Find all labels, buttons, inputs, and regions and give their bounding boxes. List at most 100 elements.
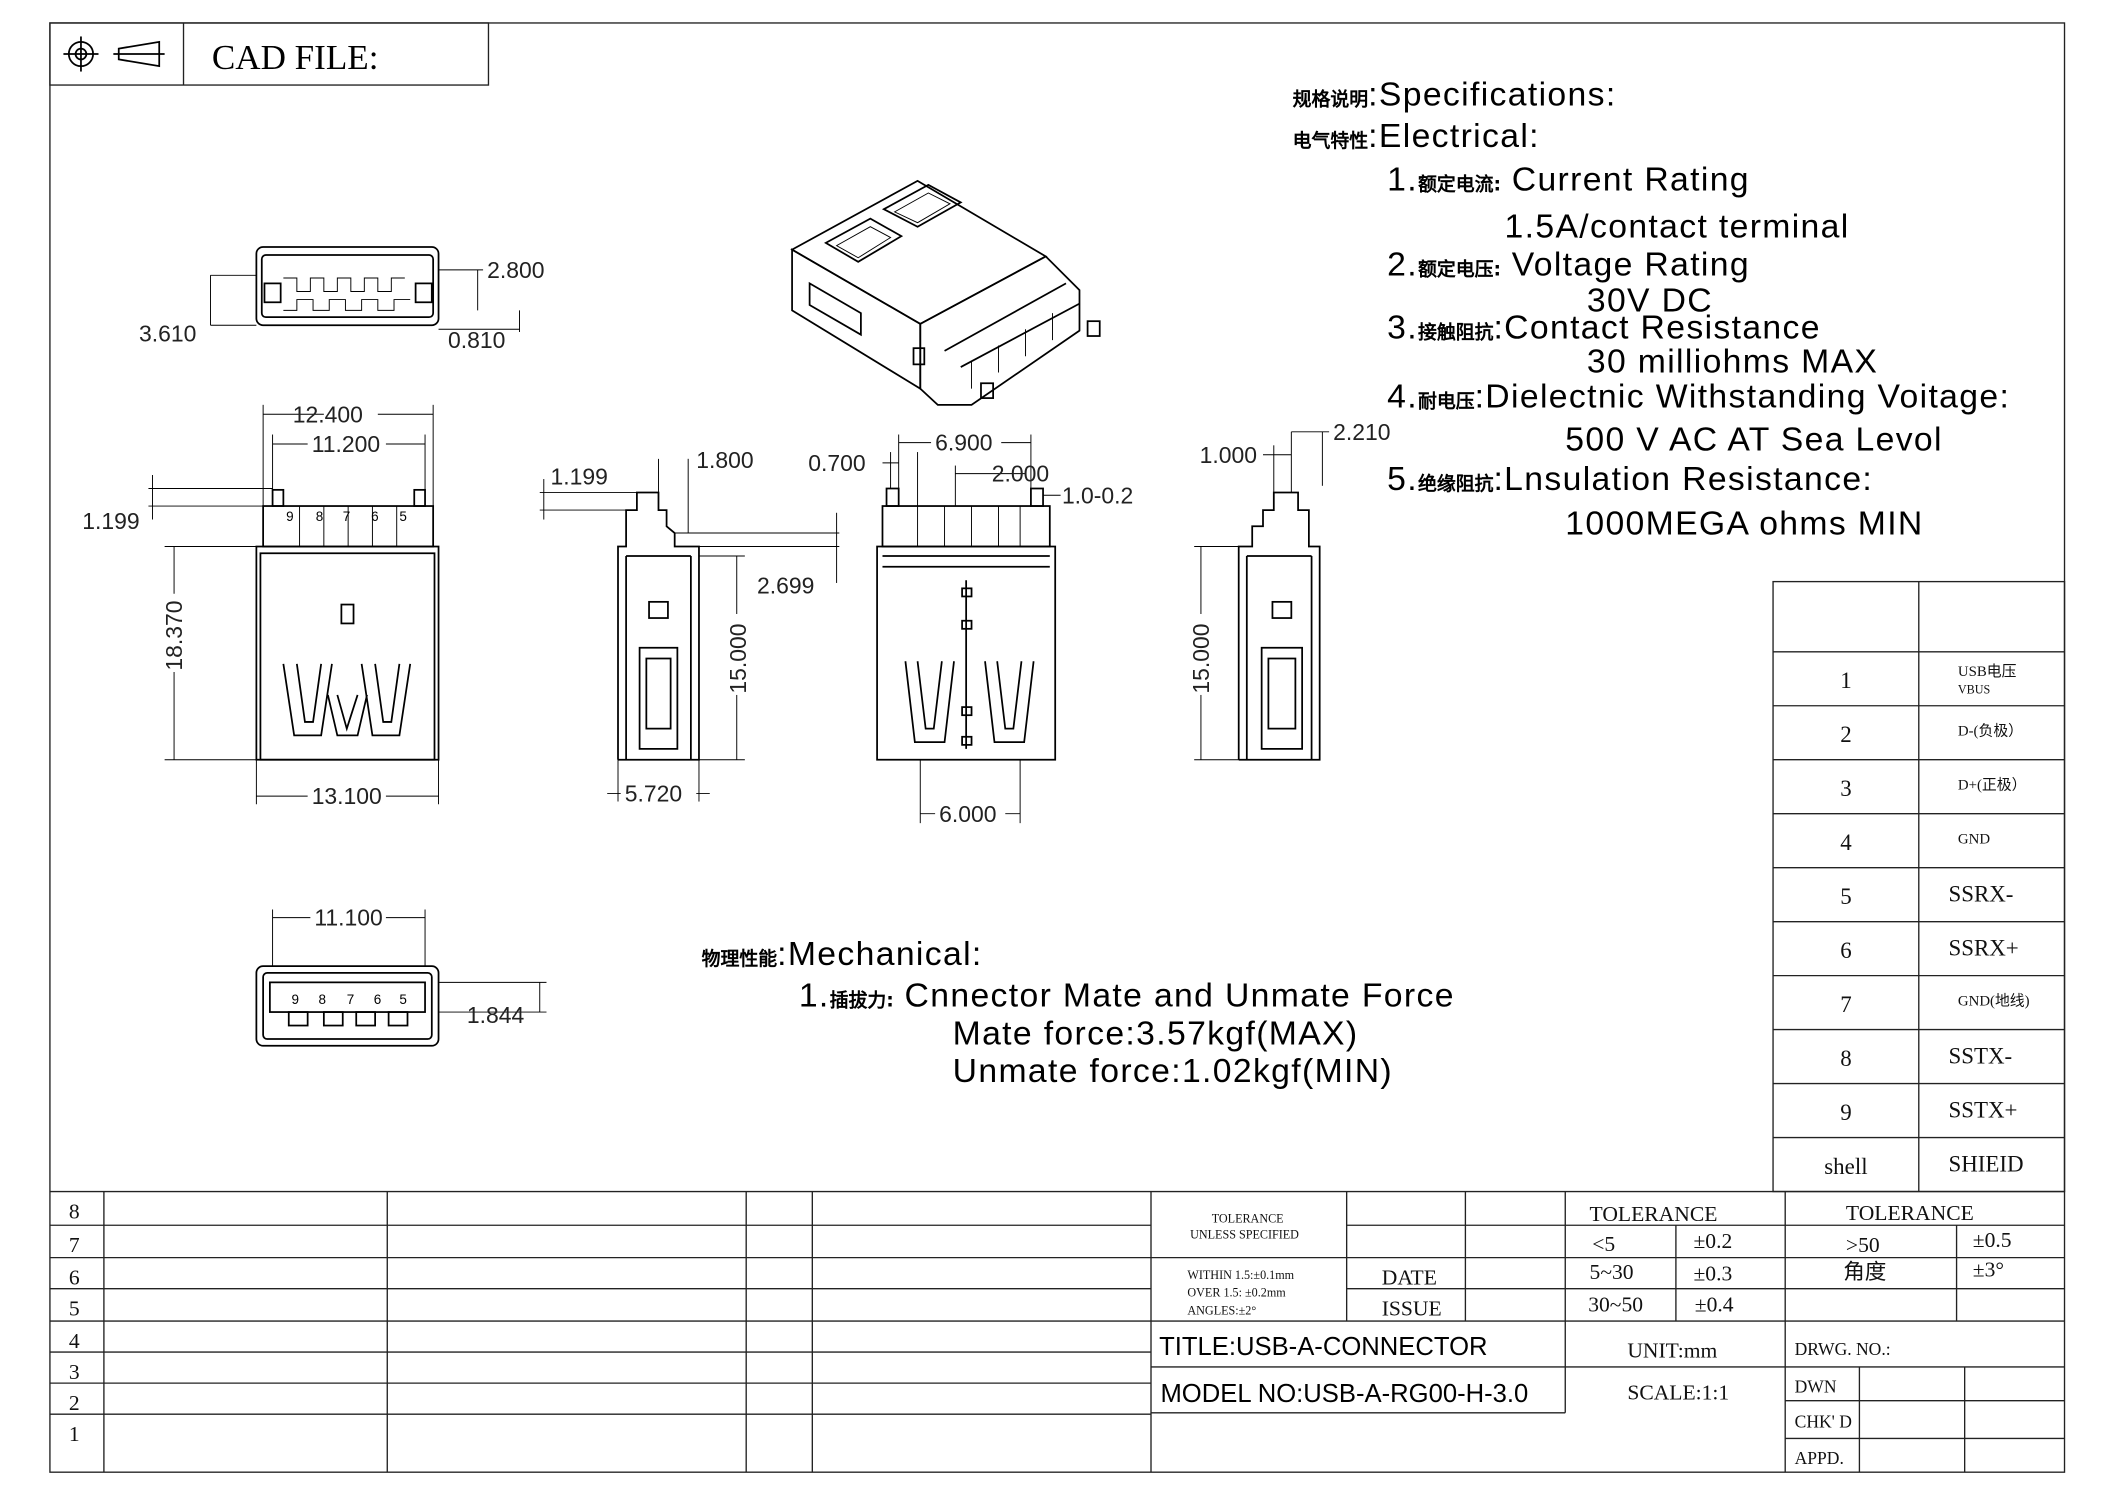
pin-number: 9 xyxy=(1840,1100,1851,1125)
svg-text:物理性能:Mechanical:: 物理性能:Mechanical: xyxy=(702,935,983,973)
issue-label: ISSUE xyxy=(1382,1297,1442,1321)
dim-18370: 18.370 xyxy=(161,601,187,671)
pin-label: 9 xyxy=(291,992,299,1007)
tol-value: ±0.5 xyxy=(1973,1228,2012,1252)
drawing-title: TITLE:USB-A-CONNECTOR xyxy=(1159,1333,1487,1361)
unmate-force: Unmate force:1.02kgf(MIN) xyxy=(953,1052,1393,1090)
spec-num: 2. xyxy=(1387,245,1418,283)
spec-label: Current Rating xyxy=(1501,160,1750,198)
revision-row-number: 4 xyxy=(69,1329,80,1353)
spec-num: 3. xyxy=(1387,309,1418,347)
dim-0700: 0.700 xyxy=(808,450,865,476)
dim-15000: 15.000 xyxy=(725,623,751,693)
revision-row-number: 2 xyxy=(69,1391,80,1415)
pin-label: 5 xyxy=(399,992,407,1007)
dim-15000: 15.000 xyxy=(1188,623,1214,693)
revision-row-number: 1 xyxy=(69,1422,80,1446)
pin-number: 1 xyxy=(1840,668,1851,693)
electrical-title: :Electrical: xyxy=(1368,117,1540,155)
dim-12400: 12.400 xyxy=(293,401,363,427)
tol-range: 角度 xyxy=(1843,1260,1886,1284)
spec-value: 1.5A/contact terminal xyxy=(1505,208,1850,246)
dim-1199: 1.199 xyxy=(551,463,608,489)
dim-6000: 6.000 xyxy=(939,801,996,827)
drawing-number-label: DRWG. NO.: xyxy=(1795,1339,1891,1359)
dim-2000: 2.000 xyxy=(992,461,1049,487)
svg-text:1.插拔力: Cnnector Mate and Un: 1.插拔力: Cnnector Mate and Unmate Force xyxy=(799,977,1455,1015)
isometric-view xyxy=(790,179,1101,406)
tolerance-header: TOLERANCE xyxy=(1846,1201,1974,1225)
spec-cn: 耐电压 xyxy=(1418,390,1475,413)
revision-row-number: 8 xyxy=(69,1200,80,1224)
dim-2800: 2.800 xyxy=(487,257,544,283)
pin-signal: GND(地线) xyxy=(1958,992,2030,1009)
dim-0810: 0.810 xyxy=(448,327,505,353)
mech-cn: 插拔力: xyxy=(830,989,894,1012)
unless-specified: UNLESS SPECIFIED xyxy=(1190,1228,1299,1242)
electrical-title-cn: 电气特性 xyxy=(1293,129,1369,152)
svg-text:电气特性:Electrical:: 电气特性:Electrical: xyxy=(1293,117,1540,155)
approved-by-label: APPD. xyxy=(1795,1448,1844,1468)
pin-label: 6 xyxy=(371,509,379,524)
revision-row-number: 7 xyxy=(69,1233,80,1257)
pin-signal-alt: VBUS xyxy=(1958,683,1990,697)
mechanical-title: :Mechanical: xyxy=(777,935,982,973)
svg-text:5.绝缘阻抗:Lnsulation Resistance:: 5.绝缘阻抗:Lnsulation Resistance: xyxy=(1387,460,1873,498)
dim-3610: 3.610 xyxy=(139,320,196,346)
front-view: 9 8 7 6 5 12.400 11.200 1.199 18.370 13.… xyxy=(82,401,440,809)
scale-label: SCALE:1:1 xyxy=(1627,1380,1729,1404)
rear-view: 0.700 6.900 2.000 1.0-0.2 6.000 xyxy=(808,430,1133,827)
dim-13100: 13.100 xyxy=(312,783,382,809)
tol-range: 5~30 xyxy=(1590,1260,1634,1284)
pin-signal: SSTX+ xyxy=(1948,1097,2017,1122)
mate-force: Mate force:3.57kgf(MAX) xyxy=(953,1014,1359,1052)
pin-signal: GND xyxy=(1958,831,1990,847)
pin-signal: USB电压 xyxy=(1958,663,2017,680)
pin-number: 2 xyxy=(1840,722,1851,747)
spec-value: 1000MEGA ohms MIN xyxy=(1565,504,1923,542)
model-number: MODEL NO:USB-A-RG00-H-3.0 xyxy=(1160,1380,1528,1408)
pin-label: 8 xyxy=(318,992,326,1007)
pin-signal: D-(负极） xyxy=(1958,722,2023,739)
spec-label: Voltage Rating xyxy=(1501,245,1750,283)
svg-text:3.接触阻抗:Contact Resistance: 3.接触阻抗:Contact Resistance xyxy=(1387,309,1821,347)
tol-range: <5 xyxy=(1592,1232,1615,1256)
dim-2210: 2.210 xyxy=(1333,419,1390,445)
dim-1199: 1.199 xyxy=(82,508,139,534)
svg-text:4.耐电压:Dielectnic Withstanding: 4.耐电压:Dielectnic Withstanding Voitage: xyxy=(1387,378,2010,416)
dim-1800: 1.800 xyxy=(696,447,753,473)
spec-cn: 绝缘阻抗 xyxy=(1418,472,1494,495)
pin-label: 5 xyxy=(399,509,407,524)
pin-label: 7 xyxy=(347,992,355,1007)
pin-number: 5 xyxy=(1840,884,1851,909)
mech-num: 1. xyxy=(799,977,830,1015)
title-block: TOLERANCE UNLESS SPECIFIED WITHIN 1.5:±0… xyxy=(1151,1191,2065,1473)
mech-label: Cnnector Mate and Unmate Force xyxy=(894,977,1455,1015)
spec-value: 500 V AC AT Sea Levol xyxy=(1565,421,1943,459)
over-tolerance: OVER 1.5: ±0.2mm xyxy=(1187,1286,1286,1300)
pin-label: 7 xyxy=(343,509,351,524)
spec-title-cn: 规格说明 xyxy=(1293,87,1369,110)
dim-11200: 11.200 xyxy=(312,431,380,457)
dim-2699: 2.699 xyxy=(757,573,814,599)
pin-signal: SSTX- xyxy=(1948,1043,2012,1068)
pin-number: shell xyxy=(1824,1154,1867,1179)
dim-1844: 1.844 xyxy=(467,1002,525,1028)
spec-cn: 接触阻抗 xyxy=(1418,321,1494,344)
pin-number: 3 xyxy=(1840,776,1851,801)
bottom-end-view: 9 8 7 6 5 11.100 1.844 xyxy=(255,905,547,1047)
dim-1000: 1.000 xyxy=(1200,442,1257,468)
pin-label: 6 xyxy=(374,992,382,1007)
tol-value: ±0.3 xyxy=(1693,1262,1732,1286)
tol-value: ±0.2 xyxy=(1693,1229,1732,1253)
svg-text:2.额定电压: Voltage Rating: 2.额定电压: Voltage Rating xyxy=(1387,245,1750,283)
tol-value: ±3° xyxy=(1973,1258,2004,1282)
tol-range: >50 xyxy=(1846,1233,1880,1257)
crosshair-target-icon xyxy=(63,36,99,72)
pin-signal: D+(正极） xyxy=(1958,776,2027,793)
spec-cn: 额定电流: xyxy=(1418,172,1501,195)
tol-range: 30~50 xyxy=(1588,1293,1643,1317)
